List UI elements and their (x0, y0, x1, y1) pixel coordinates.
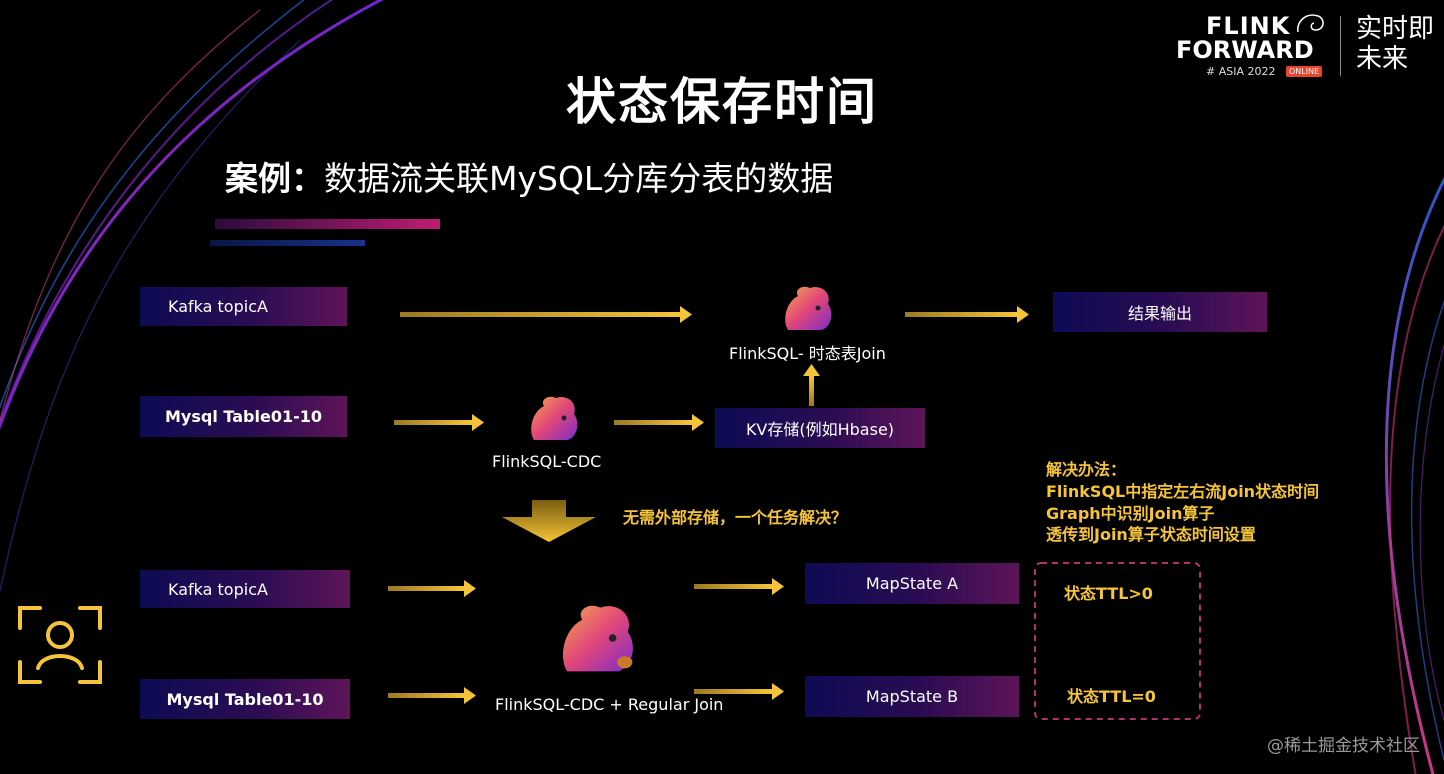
temporal-join-label: FlinkSQL- 时态表Join (729, 344, 886, 363)
kafka-topic-box-top: Kafka topicA (140, 287, 347, 326)
kv-storage-box: KV存储(例如Hbase) (715, 408, 925, 448)
kafka-topic-box-bottom: Kafka topicA (140, 570, 350, 608)
mapstate-b-box: MapState B (805, 676, 1019, 717)
mapstate-b-label: MapState B (865, 687, 959, 706)
mysql-table-label-bottom: Mysql Table01-10 (166, 689, 324, 709)
arrow-center-to-state-b (694, 683, 784, 700)
page-title: 状态保存时间 (566, 73, 878, 131)
output-label: 结果输出 (1127, 304, 1192, 323)
solution-line-2: Graph中识别Join算子 (1046, 504, 1215, 523)
kv-storage-label: KV存储(例如Hbase) (745, 420, 895, 439)
flink-forward-logo: FLINK FORWARD # ASIA 2022 ONLINE (1176, 10, 1326, 80)
mysql-table-box-top: Mysql Table01-10 (140, 396, 347, 437)
flink-squirrel-icon-cdc (531, 396, 578, 440)
subtitle-text: 数据流关联MySQL分库分表的数据 (324, 159, 834, 198)
user-scan-icon (18, 606, 102, 684)
flink-squirrel-icon-top (785, 286, 832, 330)
mapstate-a-label: MapState A (865, 574, 959, 593)
logo-line1: FLINK (1206, 12, 1291, 40)
logo-line2: FORWARD (1176, 36, 1314, 64)
logo-online-badge: ONLINE (1286, 66, 1323, 77)
logo-divider (1340, 16, 1341, 76)
arrow-kafka-to-join (400, 306, 692, 323)
logo-chinese-text: 实时即未来 (1356, 14, 1435, 74)
subtitle: 案例：数据流关联MySQL分库分表的数据 (225, 152, 833, 200)
output-box: 结果输出 (1053, 292, 1267, 332)
mapstate-a-box: MapState A (805, 563, 1019, 604)
regular-join-label: FlinkSQL-CDC + Regular Join (495, 695, 724, 714)
arrow-cdc-to-kv (614, 414, 704, 431)
ttl-dashed-box (1034, 562, 1201, 720)
arrow-center-to-state-a (694, 578, 784, 595)
logo-line3: # ASIA 2022 (1206, 65, 1276, 78)
arrow-kv-to-join (803, 364, 820, 406)
arrow-join-to-output (905, 306, 1029, 323)
kafka-topic-label: Kafka topicA (168, 297, 268, 316)
cdc-label: FlinkSQL-CDC (492, 452, 602, 471)
logo-chinese: 实时即未来 (1356, 14, 1434, 74)
arrow-mysql2-to-center (388, 687, 476, 704)
arrow-mysql-to-cdc (394, 414, 484, 431)
solution-line-3: 透传到Join算子状态时间设置 (1046, 525, 1256, 544)
solution-title: 解决办法： (1046, 460, 1127, 479)
ttl-a-label: 状态TTL>0 (1064, 584, 1153, 603)
question-text: 无需外部存储，一个任务解决？ (623, 508, 848, 527)
arrow-kafka2-to-center (388, 580, 476, 597)
subtitle-prefix: 案例： (225, 159, 324, 198)
kafka-topic-label-bottom: Kafka topicA (168, 579, 268, 599)
mysql-table-label: Mysql Table01-10 (165, 407, 322, 426)
squirrel-logo-icon (1297, 14, 1324, 33)
watermark: @稀土掘金技术社区 (1267, 736, 1420, 756)
big-down-arrow (502, 500, 596, 542)
flink-squirrel-icon-center (562, 605, 633, 672)
mysql-table-box-bottom: Mysql Table01-10 (140, 679, 350, 719)
ttl-b-label: 状态TTL=0 (1067, 687, 1156, 706)
solution-line-1: FlinkSQL中指定左右流Join状态时间 (1046, 482, 1320, 501)
